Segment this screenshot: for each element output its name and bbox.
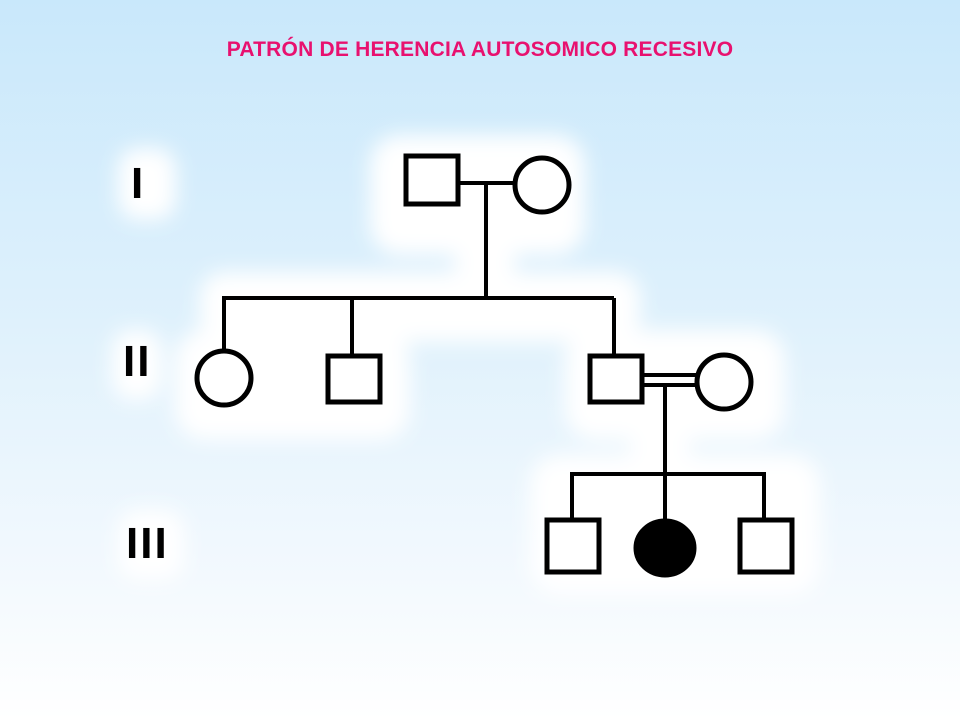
individual-iii2-female-affected [633, 518, 697, 578]
individual-i2-female [512, 155, 572, 215]
individual-ii3-male [587, 353, 645, 405]
individual-iii3-male [737, 517, 795, 575]
individual-ii2-male [325, 353, 383, 405]
generation-label-3: III [126, 519, 169, 568]
generation-label-2: II [123, 337, 151, 386]
individual-ii1-female [194, 348, 254, 408]
individual-iii1-male [544, 517, 602, 575]
individual-ii4-female [694, 352, 754, 412]
page-title: PATRÓN DE HERENCIA AUTOSOMICO RECESIVO [226, 38, 734, 61]
generation-label-1: I [131, 159, 145, 208]
pedigree-symbols [194, 153, 795, 578]
pedigree-lines [222, 181, 766, 525]
individual-i1-male [403, 153, 461, 207]
